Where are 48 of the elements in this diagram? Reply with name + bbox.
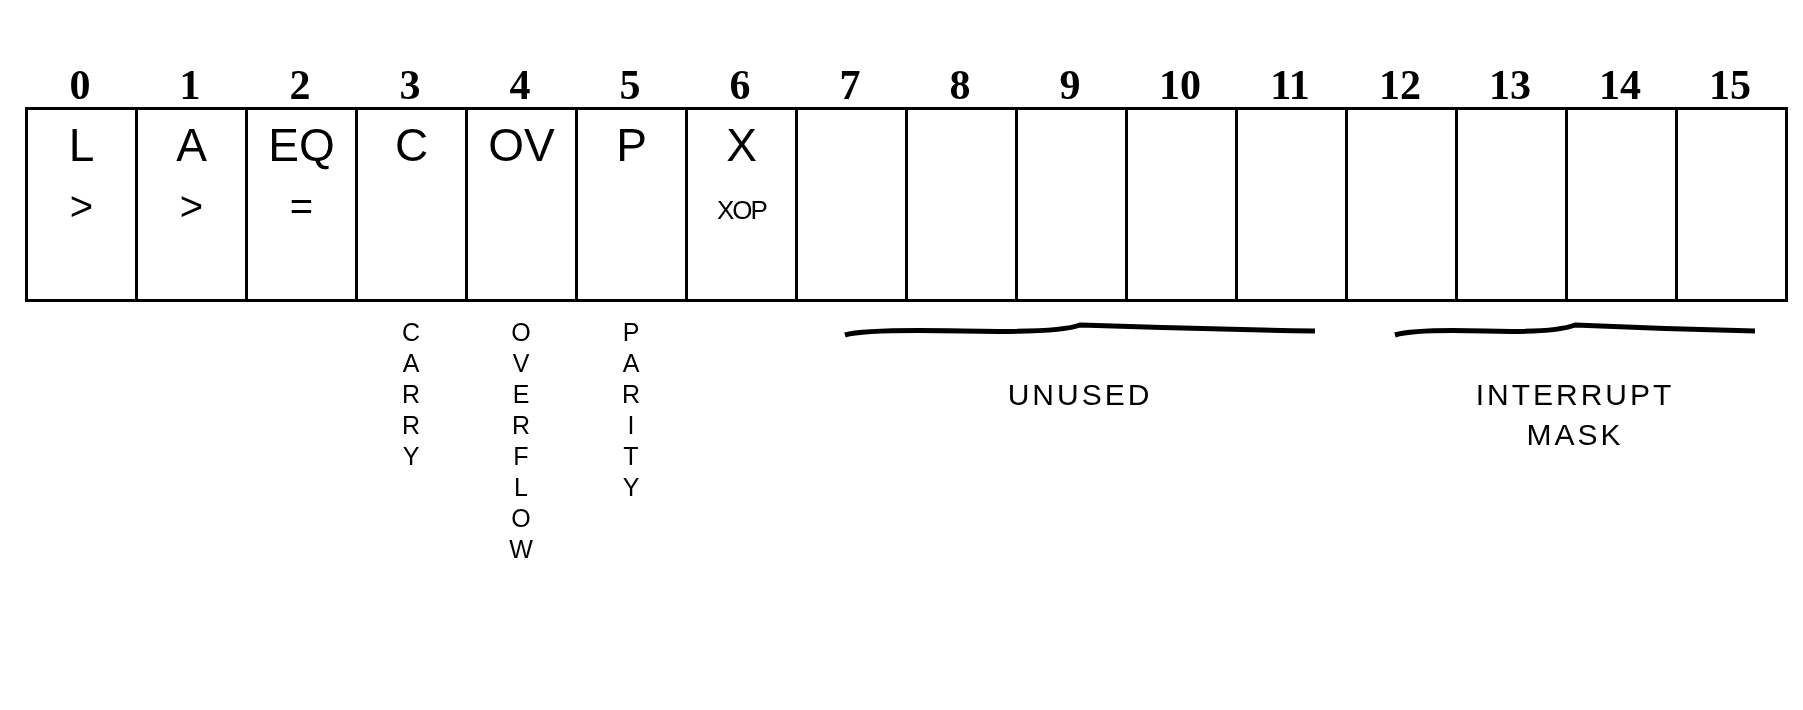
flag-symbol: > [69,184,94,228]
empty-bit-cell [1235,107,1348,302]
register-bit-cell [25,107,138,302]
empty-bit-cell [1345,107,1458,302]
empty-bit-cell [795,107,908,302]
flag-name: P [616,120,647,170]
bit-number: 12 [1378,62,1422,108]
flag-symbol: > [179,184,204,228]
bit-number: 7 [838,62,862,108]
flag-name: L [68,120,95,170]
empty-bit-cell [905,107,1018,302]
bit-number: 11 [1269,62,1311,108]
register-bit-cell [685,107,798,302]
flag-name: EQ [268,120,335,170]
register-bit-cell [355,107,468,302]
flag-symbol: = [289,184,314,228]
bit-number: 9 [1058,62,1082,108]
flag-name: C [394,120,429,170]
empty-bit-cell [1565,107,1678,302]
bit-number: 6 [728,62,752,108]
vertical-flag-label: CARRY [397,318,425,473]
register-bit-cell [135,107,248,302]
field-label: UNUSED [1006,377,1154,413]
bit-number: 3 [398,62,422,108]
bit-number: 15 [1708,62,1752,108]
bit-number: 13 [1488,62,1532,108]
register-bit-cell [575,107,688,302]
flag-name: A [176,120,207,170]
register-bit-cell [465,107,578,302]
bit-number: 10 [1158,62,1202,108]
empty-bit-cell [1125,107,1238,302]
empty-bit-cell [1455,107,1568,302]
bit-number: 1 [178,62,202,108]
bit-number: 5 [618,62,642,108]
empty-bit-cell [1015,107,1128,302]
field-label: INTERRUPT MASK [1474,377,1676,453]
vertical-flag-label: PARITY [617,318,645,504]
bit-number: 8 [948,62,972,108]
vertical-flag-label: OVERFLOW [507,318,535,566]
bit-number: 0 [68,62,92,108]
empty-bit-cell [1675,107,1788,302]
flag-symbol: XOP [717,194,766,227]
flag-name: OV [488,120,555,170]
bit-number: 2 [288,62,312,108]
flag-name: X [726,120,757,170]
register-bit-cell [245,107,358,302]
bit-number: 14 [1598,62,1642,108]
bit-number: 4 [508,62,532,108]
